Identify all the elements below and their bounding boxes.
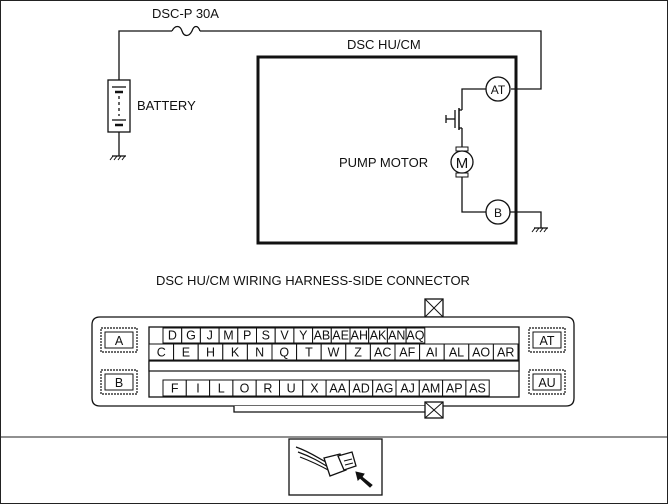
battery-positive-wire xyxy=(118,30,172,80)
pin-e: E xyxy=(182,346,190,360)
battery-label: BATTERY xyxy=(137,98,196,113)
pin-w: W xyxy=(328,346,340,360)
pin-ak: AK xyxy=(370,329,387,343)
pin-o: O xyxy=(240,382,250,396)
pin-am: AM xyxy=(422,382,441,396)
dsc-hu-cm-module xyxy=(256,55,518,245)
pin-j: J xyxy=(207,329,213,343)
pin-ac: AC xyxy=(374,346,391,360)
fuse-label: DSC-P 30A xyxy=(152,6,219,21)
pin-n: N xyxy=(255,346,264,360)
terminal-at-side-inner xyxy=(532,331,562,349)
pin-p: P xyxy=(243,329,251,343)
terminal-a: A xyxy=(115,334,124,348)
pin-aq: AQ xyxy=(406,329,424,343)
terminal-at-side: AT xyxy=(539,334,554,348)
transistor-icon xyxy=(445,108,462,130)
circuit-schematic: DSC-P 30A BATTERY DSC HU/CM AT B xyxy=(107,6,548,245)
pin-ad: AD xyxy=(352,382,369,396)
terminal-a-inner xyxy=(104,331,134,349)
pin-an: AN xyxy=(388,329,405,343)
center-rib xyxy=(148,360,520,372)
terminal-au-inner xyxy=(532,373,562,391)
pin-l: L xyxy=(218,382,225,396)
pin-ai: AI xyxy=(426,346,438,360)
pin-d: D xyxy=(168,329,177,343)
module-label: DSC HU/CM xyxy=(347,37,421,52)
pin-as: AS xyxy=(469,382,486,396)
module-ground-icon xyxy=(531,227,548,233)
pin-ar-cell xyxy=(492,343,519,361)
pin-x: X xyxy=(310,382,319,396)
terminal-b-side-inner xyxy=(104,373,134,391)
fuse-icon xyxy=(171,25,201,37)
pin-af: AF xyxy=(399,346,415,360)
pin-g: G xyxy=(186,329,196,343)
pin-ae: AE xyxy=(332,329,349,343)
terminal-b-side: B xyxy=(115,376,123,390)
pin-aj: AJ xyxy=(400,382,415,396)
battery-ground-icon xyxy=(109,155,126,161)
pin-ar: AR xyxy=(497,346,514,360)
pin-ah: AH xyxy=(351,329,368,343)
pin-r: R xyxy=(263,382,272,396)
connector-plug-with-arrow-icon xyxy=(288,438,383,496)
terminal-at-label: AT xyxy=(491,83,506,97)
pin-q: Q xyxy=(279,346,289,360)
pin-aa: AA xyxy=(329,382,346,396)
pin-v: V xyxy=(280,329,289,343)
pin-k: K xyxy=(231,346,240,360)
fuse-to-at-wire xyxy=(200,30,542,90)
pin-y: Y xyxy=(299,329,308,343)
pin-ab: AB xyxy=(314,329,331,343)
pin-m: M xyxy=(223,329,233,343)
pin-as-cell xyxy=(465,379,490,397)
pin-ag: AG xyxy=(375,382,393,396)
pin-t: T xyxy=(305,346,313,360)
pin-aq-cell xyxy=(405,327,426,344)
pin-i: I xyxy=(196,382,199,396)
connector-title: DSC HU/CM WIRING HARNESS-SIDE CONNECTOR xyxy=(156,273,470,288)
pin-ao: AO xyxy=(472,346,490,360)
terminal-b-label: B xyxy=(494,206,502,220)
pin-h: H xyxy=(206,346,215,360)
pin-c: C xyxy=(157,346,166,360)
pin-z: Z xyxy=(354,346,362,360)
motor-symbol: M xyxy=(456,155,469,172)
pin-u: U xyxy=(287,382,296,396)
pin-f: F xyxy=(171,382,179,396)
motor-label: PUMP MOTOR xyxy=(339,155,428,170)
pin-s: S xyxy=(262,329,270,343)
terminal-au: AU xyxy=(538,376,555,390)
pin-ap: AP xyxy=(446,382,463,396)
pin-al: AL xyxy=(449,346,464,360)
